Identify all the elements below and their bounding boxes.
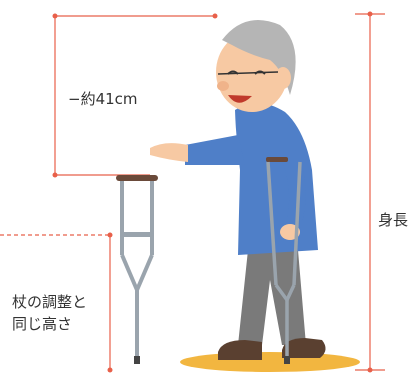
figure-crutch-icon	[266, 157, 302, 364]
adjust-label-line1: 杖の調整と	[12, 293, 88, 311]
height-label: 身長	[378, 211, 409, 229]
distance-dash: −	[68, 90, 81, 108]
adjust-label-line2: 同じ高さ	[12, 315, 73, 333]
distance-label: −約41cm	[68, 89, 138, 109]
measurement-dots	[52, 11, 373, 373]
standalone-crutch-icon	[116, 175, 158, 364]
ground-shadow	[180, 352, 360, 372]
distance-value: 約41cm	[80, 90, 138, 108]
